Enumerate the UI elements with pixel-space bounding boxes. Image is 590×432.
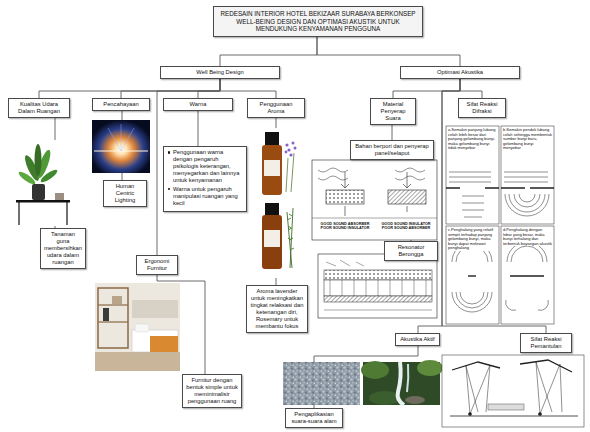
resonator-diagram — [318, 254, 437, 318]
connector-line — [198, 79, 220, 98]
connector-line — [39, 79, 220, 98]
description-box: Aroma lavender untuk meningkatkan tingka… — [246, 285, 308, 333]
node-text: Penggunaan warna dengan pengaruh psikolo… — [167, 149, 243, 184]
node-text: Material Penyerap Suara — [374, 101, 412, 122]
aroma-bottles-photo — [254, 128, 300, 278]
diffraction-panels — [446, 126, 554, 324]
aspect-box: Sifat Reaksi Difraksi — [458, 98, 506, 118]
aspect-box: Material Penyerap Suara — [370, 98, 416, 125]
description-box: Pengaplikasian suara-suara alam — [285, 408, 343, 428]
category-box: Well Being Design — [160, 66, 280, 79]
node-text: REDESAIN INTERIOR HOTEL BEKIZAAR SURABAY… — [219, 10, 417, 33]
node-text: Well Being Design — [164, 69, 276, 76]
node-text: Optimasi Akustika — [404, 69, 516, 76]
panel-note: d.Penghalang dengan lebar yang besar, ma… — [503, 228, 552, 246]
connector-line — [393, 79, 460, 98]
diagram-caption: GOOD SOUND INSULATOR POOR SOUND ABSORBER — [377, 222, 435, 231]
title-box: REDESAIN INTERIOR HOTEL BEKIZAAR SURABAY… — [213, 6, 423, 37]
aspect-box: Warna — [163, 98, 233, 111]
description-box: Human Centric Lighting — [103, 180, 147, 207]
node-text: Akustika Aktif — [399, 336, 436, 343]
connector-line — [317, 37, 460, 66]
connector-line — [220, 79, 276, 98]
panel-note: a.Semakin panjang lubang celah lebih bes… — [448, 128, 497, 151]
gravel-photo — [283, 362, 360, 405]
aspect-box: Sifat Reaksi Pemantulan — [520, 333, 572, 353]
node-text: Penggunaan Aroma — [251, 101, 301, 115]
node-text: Warna untuk pengaruh manipulasi ruangan … — [167, 186, 243, 207]
node-text: Pencahayaan — [96, 101, 146, 108]
node-text: Sifat Reaksi Pemantulan — [524, 336, 568, 350]
aspect-box: Akustika Aktif — [395, 333, 440, 346]
connector-line — [121, 79, 220, 98]
aspect-box: Ergonomi Furnitur — [136, 255, 178, 275]
connector-line — [460, 79, 482, 98]
bullet-dot — [168, 151, 171, 154]
reflection-diagram — [442, 355, 584, 427]
furniture-photo — [95, 283, 180, 371]
lighting-photo — [92, 120, 150, 173]
absorber-diagram — [312, 160, 437, 240]
category-box: Optimasi Akustika — [400, 66, 520, 79]
node-text: Human Centric Lighting — [107, 183, 143, 204]
aspect-box: Penggunaan Aroma — [247, 98, 305, 118]
aspect-box: Kualitas Udara Dalam Ruangan — [8, 98, 70, 118]
bullet-dot — [168, 188, 171, 191]
node-text: Tanaman guna membersihkan udara dalam ru… — [44, 231, 82, 266]
description-box: Resonator Berongga — [384, 241, 438, 261]
waterfall-photo — [361, 360, 443, 405]
node-text: Furnitur dengan bentuk simple untuk memi… — [186, 377, 238, 405]
description-box: Bahan berpori dan penyerap panel/selaput — [350, 140, 434, 160]
plant-photo — [14, 140, 72, 226]
node-text: Sifat Reaksi Difraksi — [462, 101, 502, 115]
node-text: Kualitas Udara Dalam Ruangan — [12, 101, 66, 115]
node-text: Pengaplikasian suara-suara alam — [289, 411, 339, 425]
node-text: Warna — [167, 101, 229, 108]
node-text: Bahan berpori dan penyerap panel/selaput — [354, 143, 430, 157]
bullet-list-box: Penggunaan warna dengan pengaruh psikolo… — [163, 146, 247, 212]
node-text: Ergonomi Furnitur — [140, 258, 174, 272]
connector-line — [198, 111, 199, 146]
description-box: Tanaman guna membersihkan udara dalam ru… — [40, 228, 86, 269]
diagram-caption: GOOD SOUND ABSORBER POOR SOUND INSULATOR — [316, 222, 374, 231]
connector-line — [220, 37, 317, 66]
bullet-text: Warna untuk pengaruh manipulasi ruangan … — [173, 186, 238, 206]
panel-note: b.Semakin pendek lubang celah sehingga m… — [503, 128, 552, 151]
connector-line — [392, 125, 393, 140]
node-text: Resonator Berongga — [388, 244, 434, 258]
node-text: Aroma lavender untuk meningkatkan tingka… — [250, 288, 304, 330]
panel-note: c.Penghalang yang relatif sempit terhada… — [448, 228, 497, 251]
description-box: Furnitur dengan bentuk simple untuk memi… — [182, 374, 242, 408]
aspect-box: Pencahayaan — [92, 98, 150, 111]
bullet-text: Penggunaan warna dengan pengaruh psikolo… — [173, 149, 239, 183]
